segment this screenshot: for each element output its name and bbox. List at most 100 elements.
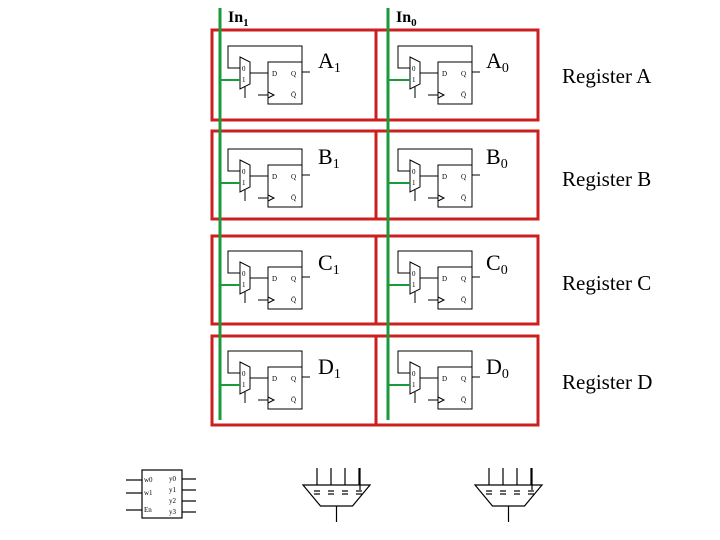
register-boxes — [210, 28, 540, 427]
flipflop-box — [267, 366, 303, 410]
flipflop-box — [267, 164, 303, 208]
mux-shape — [239, 56, 251, 90]
flipflop-pin-qbar: Q̄ — [291, 396, 296, 404]
mux-pin-0: 0 — [412, 65, 416, 73]
feedback-wire — [227, 350, 303, 377]
mux-pin-1: 1 — [412, 381, 416, 389]
decoder-box — [141, 469, 183, 519]
mux-pin-1: 1 — [412, 281, 416, 289]
cell-label-a0: A0 — [486, 48, 509, 76]
decoder-input-w0: w0 — [144, 476, 153, 484]
feedback-wire — [397, 148, 473, 175]
clock-triangle — [267, 396, 276, 404]
flipflop-pin-qbar: Q̄ — [461, 91, 466, 99]
decoder-output-y2: y2 — [169, 497, 177, 505]
register-label-d: Register D — [562, 370, 652, 394]
mux-shape — [409, 261, 421, 295]
mux-pin-0: 0 — [242, 270, 246, 278]
cell-label-b1: B1 — [318, 144, 340, 172]
flipflop-pin-qbar: Q̄ — [461, 194, 466, 202]
flipflop-box — [437, 366, 473, 410]
mux-body — [301, 484, 372, 507]
clock-triangle — [437, 91, 446, 99]
flipflop-pin-qbar: Q̄ — [291, 194, 296, 202]
cell-a0-circuit: 0 1 D Q Q̄ — [388, 45, 480, 105]
flipflop-pin-q: Q — [291, 275, 296, 283]
flipflop-box — [437, 266, 473, 310]
flipflop-pin-d: D — [442, 70, 447, 78]
input-buses — [218, 8, 390, 420]
register-label-c: Register C — [562, 271, 651, 295]
clock-triangle — [437, 194, 446, 202]
mux-pin-0: 0 — [412, 370, 416, 378]
input-label-in1: In1 — [228, 9, 249, 29]
cell-label-d0: D0 — [486, 354, 509, 382]
register-label-b: Register B — [562, 167, 651, 191]
flipflop-box — [267, 61, 303, 105]
flipflop-box — [437, 164, 473, 208]
mux-shape — [409, 56, 421, 90]
decoder-output-y1: y1 — [169, 486, 177, 494]
flipflop-pin-d: D — [272, 173, 277, 181]
register-label-a: Register A — [562, 64, 652, 88]
mux-pin-0: 0 — [412, 168, 416, 176]
flipflop-pin-q: Q — [461, 70, 466, 78]
mux-pin-1: 1 — [412, 179, 416, 187]
flipflop-pin-d: D — [272, 275, 277, 283]
decoder-output-y3: y3 — [169, 508, 177, 516]
cell-label-c0: C0 — [486, 250, 508, 278]
mux-pin-1: 1 — [242, 179, 246, 187]
mux-shape — [239, 361, 251, 395]
flipflop-pin-qbar: Q̄ — [291, 91, 296, 99]
flipflop-pin-q: Q — [461, 375, 466, 383]
clock-triangle — [267, 296, 276, 304]
feedback-wire — [397, 45, 473, 72]
decoder — [126, 469, 196, 519]
flipflop-pin-qbar: Q̄ — [291, 296, 296, 304]
flipflop-box — [267, 266, 303, 310]
cell-b1-circuit: 0 1 D Q Q̄ — [220, 148, 310, 208]
decoder-output-y0: y0 — [169, 475, 177, 483]
flipflop-pin-q: Q — [291, 173, 296, 181]
clock-triangle — [437, 396, 446, 404]
feedback-wire — [227, 148, 303, 175]
clock-triangle — [267, 91, 276, 99]
feedback-wire — [397, 350, 473, 377]
flipflop-pin-d: D — [272, 70, 277, 78]
mux-pin-0: 0 — [412, 270, 416, 278]
cell-label-a1: A1 — [318, 48, 341, 76]
flipflop-pin-q: Q — [461, 275, 466, 283]
mux-pin-1: 1 — [412, 76, 416, 84]
flipflop-pin-d: D — [442, 173, 447, 181]
feedback-wire — [227, 45, 303, 72]
feedback-wire — [227, 250, 303, 277]
mux-pin-0: 0 — [242, 168, 246, 176]
mux-shape — [409, 159, 421, 193]
mux-shape — [239, 261, 251, 295]
flipflop-pin-d: D — [442, 275, 447, 283]
mux-shape — [409, 361, 421, 395]
flipflop-pin-q: Q — [291, 375, 296, 383]
flipflop-box — [437, 61, 473, 105]
output-multiplexers — [301, 468, 544, 522]
mux-pin-0: 0 — [242, 370, 246, 378]
flipflop-pin-q: Q — [461, 173, 466, 181]
feedback-wire — [397, 250, 473, 277]
mux-pin-1: 1 — [242, 381, 246, 389]
clock-triangle — [437, 296, 446, 304]
input-label-in0: In0 — [396, 9, 417, 29]
cell-label-b0: B0 — [486, 144, 508, 172]
flipflop-pin-q: Q — [291, 70, 296, 78]
flipflop-pin-qbar: Q̄ — [461, 396, 466, 404]
mux-body — [473, 484, 544, 507]
mux-pin-1: 1 — [242, 76, 246, 84]
decoder-input-w1: w1 — [144, 489, 153, 497]
cell-label-d1: D1 — [318, 354, 341, 382]
